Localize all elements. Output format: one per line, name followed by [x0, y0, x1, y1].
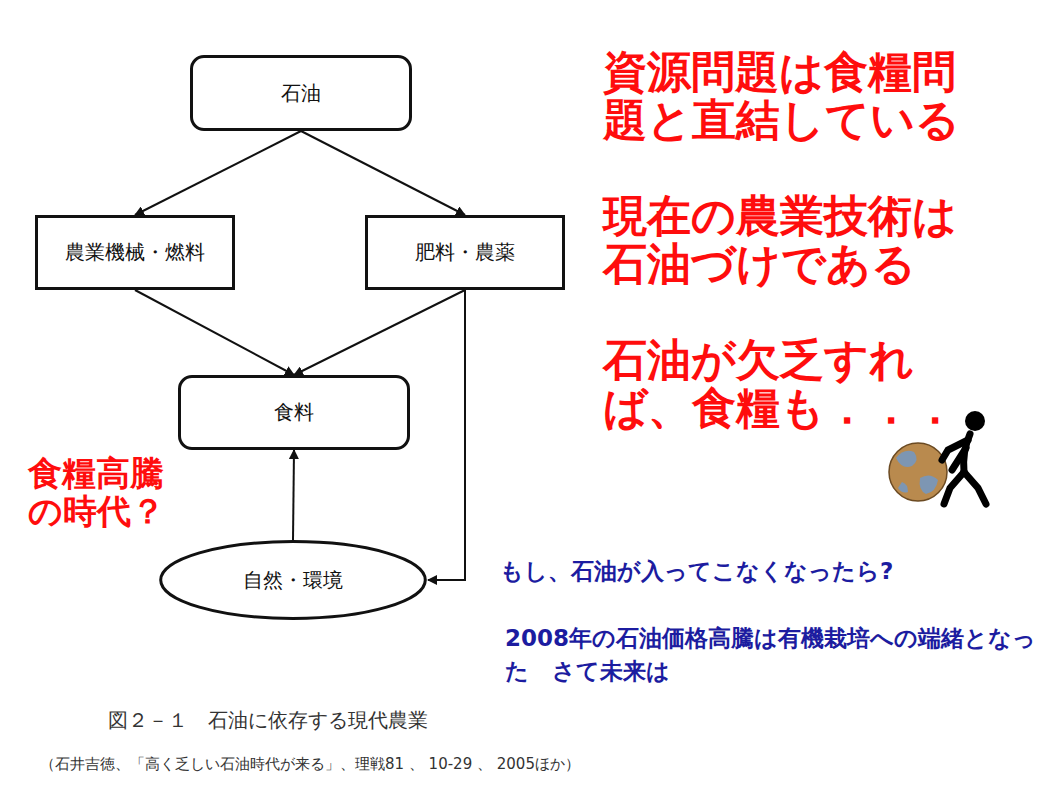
flow-arrow [294, 290, 465, 375]
headline-text: 石油が欠乏すれば、食糧も．．． [603, 336, 973, 433]
source-box: 石油 [190, 55, 412, 131]
environment-ellipse: 自然・環境 [158, 540, 428, 620]
node-label: 食料 [274, 399, 314, 426]
headline-text: 資源問題は食糧問題と直結している [603, 48, 973, 145]
flow-arrow [293, 450, 294, 540]
side-note: 食糧高騰の時代？ [28, 454, 178, 530]
question-text: もし、石油が入ってこなくなったら? [500, 558, 1040, 586]
figure-caption: 図２－１ 石油に依存する現代農業 [108, 708, 708, 732]
node-label: 石油 [281, 80, 321, 107]
process-box: 肥料・農薬 [365, 215, 565, 290]
node-label: 農業機械・燃料 [65, 239, 205, 266]
flow-arrow [135, 290, 294, 375]
note-text: 2008年の石油価格高騰は有機栽培への端緒となった さて未来は [505, 622, 1045, 689]
flow-arrow [301, 131, 465, 215]
node-label: 肥料・農薬 [415, 239, 515, 266]
result-box: 食料 [178, 375, 410, 450]
node-label: 自然・環境 [243, 567, 343, 594]
citation-text: （石井吉徳、「高く乏しい石油時代が来る」、理戦81 、 10-29 、 2005… [40, 755, 1040, 773]
flow-arrow [135, 131, 301, 215]
globe [889, 443, 947, 501]
flow-arrow [428, 290, 465, 580]
process-box: 農業機械・燃料 [35, 215, 235, 290]
headline-text: 現在の農業技術は石油づけである [603, 192, 973, 289]
